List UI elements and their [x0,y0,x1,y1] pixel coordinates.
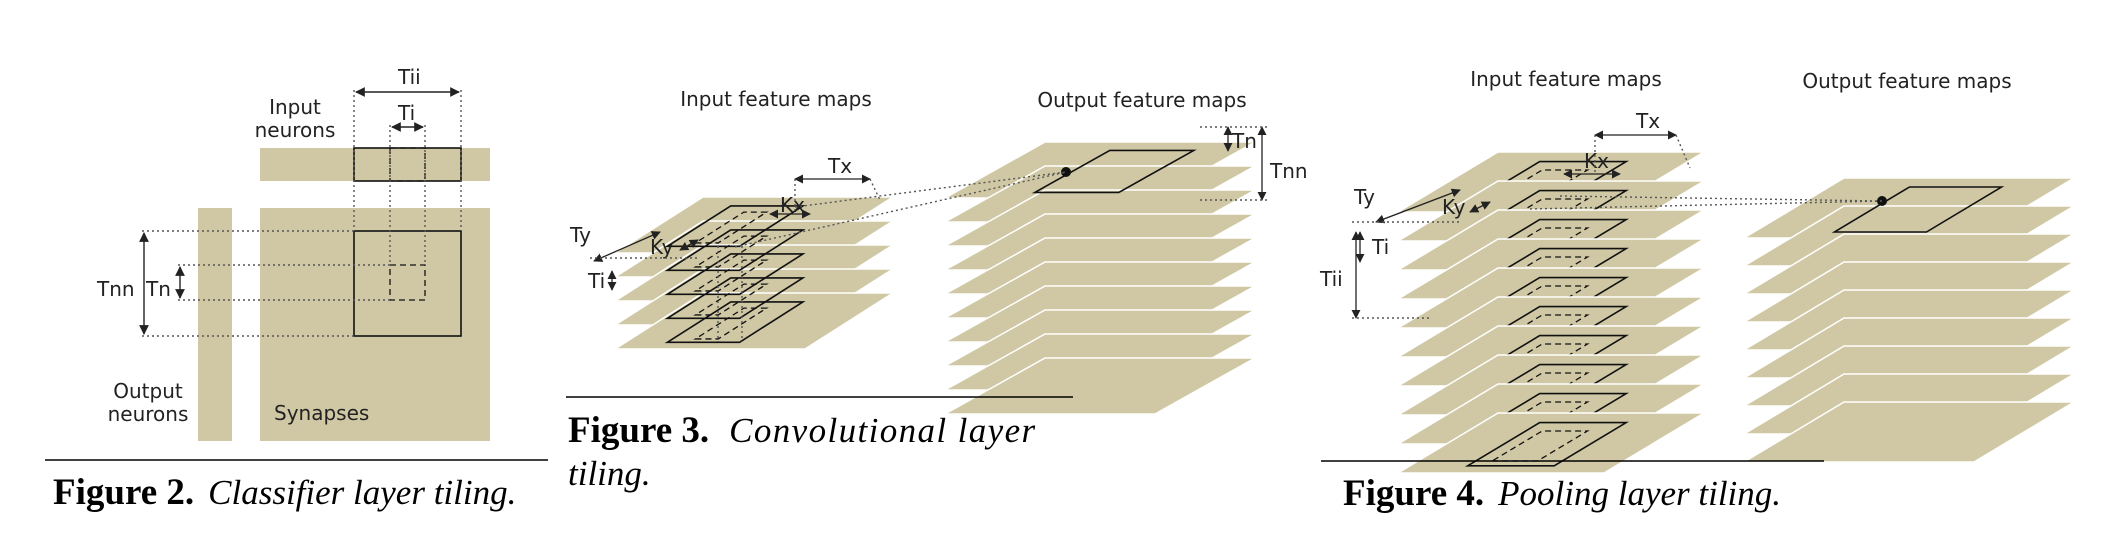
dimension-annotations: Tx Kx Ty Ky Ti Tii [1319,109,1691,319]
output-feature-map-stack [1529,177,2077,463]
input-neurons-label-line1: Input [269,95,321,119]
input-feature-map-stack [612,196,896,350]
kx-label: Kx [1584,149,1609,173]
tx-label: Tx [827,154,852,178]
guide-line [1559,195,1883,202]
input-feature-maps-title: Input feature maps [680,87,872,111]
guide-line [1529,200,1883,210]
guide-line [734,171,1067,248]
tii-label: Tii [1319,267,1343,291]
input-neurons-bar [260,148,490,181]
tile-window [664,205,806,248]
figure-2-classifier-tiling: Tii Ti Input neurons Tnn Tn Output neuro… [45,65,548,513]
input-neurons-label-line2: neurons [255,118,336,142]
ky-label: Ky [1442,195,1466,219]
ti-label: Ti [587,269,605,293]
output-feature-map-stack [734,141,1258,415]
output-neuron-dot [1061,167,1071,177]
figure-3-caption-line2: tiling. [568,454,651,493]
ky-label: Ky [650,235,674,259]
figure-3-convolutional-tiling: Input feature maps Output feature maps T… [566,87,1308,493]
figure-3-caption-line1: Figure 3.Convolutional layer [568,410,1036,451]
guide-line [794,171,1067,208]
ty-arrow [1375,188,1461,224]
tn-label: Tn [145,277,171,301]
tnn-tii-synapse-tile [353,230,462,337]
tile-window [664,253,806,296]
ty-arrow [593,231,661,262]
input-feature-map-stack [1395,151,1707,474]
kernel-window [693,307,769,340]
ty-label: Ty [569,223,591,247]
ti-label: Ti [1371,235,1389,259]
output-feature-maps-title: Output feature maps [1037,88,1246,112]
tn-label: Tn [1231,129,1257,153]
tnn-label: Tnn [1269,159,1308,183]
tile-window [664,277,806,320]
output-neurons-label-line2: neurons [108,402,189,426]
tn-ti-synapse-tile [389,264,426,301]
input-map-plane [1395,412,1707,474]
tii-label: Tii [397,65,421,89]
ti-label: Ti [397,101,415,125]
guide-line [869,178,881,201]
output-window [1031,149,1197,194]
synapses-matrix [260,208,490,441]
figure-4-caption: Figure 4.Pooling layer tiling. [1343,473,1781,514]
ti-input-tile [389,147,426,182]
input-feature-maps-title: Input feature maps [1470,67,1662,91]
tile-window [664,301,806,344]
output-neuron-dot [1877,196,1887,206]
ty-label: Ty [1353,185,1375,209]
dimension-annotations: Tx Kx Ty Ky Ti Tn Tnn [569,126,1308,293]
tile-window [664,229,806,272]
tnn-label: Tnn [96,277,135,301]
output-feature-maps-title: Output feature maps [1802,69,2011,93]
figure-2-caption: Figure 2.Classifier layer tiling. [53,472,516,513]
output-map-plane [942,357,1258,415]
synapses-label: Synapses [274,401,369,425]
output-neurons-bar [198,208,232,441]
ky-arrow [679,239,699,251]
ky-arrow [1469,201,1491,213]
guide-line [1675,134,1691,169]
figure-4-pooling-tiling: Input feature maps Output feature maps T… [1319,67,2077,514]
tx-label: Tx [1635,109,1660,133]
tile-window [1464,421,1630,467]
output-map-plane [1741,401,2077,463]
output-neurons-label-line1: Output [113,379,183,403]
